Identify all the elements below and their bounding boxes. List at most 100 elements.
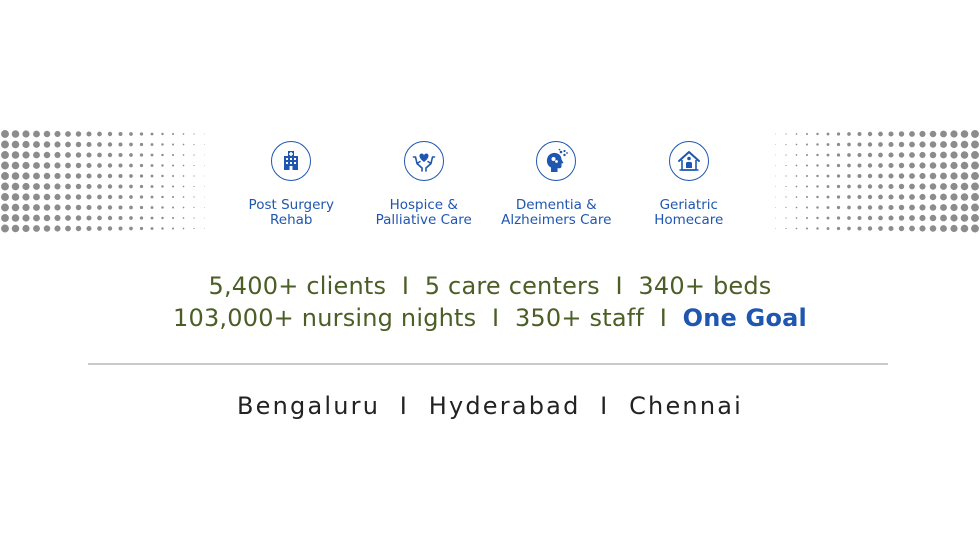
halftone-dot bbox=[86, 183, 92, 190]
stats-line-2: 103,000+ nursing nights I 350+ staff I O… bbox=[0, 302, 980, 334]
halftone-dot bbox=[836, 226, 841, 231]
head-brain-icon bbox=[536, 141, 577, 181]
halftone-dot bbox=[775, 133, 776, 135]
halftone-dot bbox=[857, 163, 862, 168]
halftone-dot bbox=[888, 183, 894, 190]
halftone-dot bbox=[826, 206, 830, 209]
halftone-dot bbox=[898, 183, 905, 190]
halftone-dot bbox=[118, 205, 123, 210]
halftone-dot bbox=[11, 203, 20, 212]
halftone-dot bbox=[816, 206, 819, 209]
halftone-dot bbox=[161, 143, 164, 146]
halftone-dot bbox=[97, 226, 102, 231]
halftone-dot bbox=[22, 130, 30, 138]
halftone-dot bbox=[107, 215, 113, 221]
halftone-dot bbox=[139, 153, 144, 157]
halftone-dot bbox=[139, 163, 144, 168]
halftone-dot bbox=[54, 130, 61, 138]
halftone-dot bbox=[805, 185, 809, 188]
halftone-dot bbox=[1, 224, 9, 233]
halftone-dot bbox=[97, 205, 102, 210]
halftone-dot bbox=[950, 151, 958, 159]
halftone-dot bbox=[33, 130, 40, 138]
halftone-dot bbox=[11, 193, 20, 201]
halftone-dot bbox=[182, 175, 185, 177]
halftone-dot bbox=[909, 194, 915, 200]
halftone-dot bbox=[11, 214, 20, 222]
halftone-dot bbox=[960, 203, 969, 212]
halftone-dot bbox=[847, 205, 851, 210]
halftone-dot bbox=[193, 164, 195, 167]
halftone-dot bbox=[816, 227, 819, 230]
halftone-dot bbox=[139, 195, 144, 199]
halftone-dot bbox=[857, 216, 862, 220]
halftone-dot bbox=[97, 142, 102, 147]
halftone-dot bbox=[33, 162, 40, 169]
halftone-dot bbox=[960, 130, 969, 138]
halftone-dot bbox=[182, 164, 185, 167]
halftone-dot bbox=[75, 225, 82, 232]
halftone-dot bbox=[75, 183, 82, 190]
halftone-dot bbox=[971, 224, 979, 233]
halftone-dot bbox=[878, 215, 883, 221]
service-label-line1: Dementia & bbox=[515, 197, 597, 213]
halftone-dot bbox=[129, 205, 133, 210]
cities-list: Bengaluru I Hyderabad I Chennai bbox=[236, 392, 744, 420]
halftone-dot bbox=[909, 141, 915, 148]
halftone-dot bbox=[919, 130, 926, 138]
service-label-line1: Hospice & bbox=[389, 197, 458, 213]
halftone-dot bbox=[929, 193, 937, 201]
services-row: Post Surgery Rehab Hospice & Palliative … bbox=[225, 141, 755, 241]
halftone-dot bbox=[33, 183, 40, 190]
halftone-dot bbox=[86, 131, 92, 137]
halftone-dot bbox=[795, 185, 798, 188]
halftone-dot bbox=[118, 226, 123, 231]
halftone-dot bbox=[785, 206, 787, 209]
halftone-dot bbox=[171, 195, 175, 199]
halftone-dot bbox=[795, 154, 798, 156]
halftone-dot bbox=[929, 204, 937, 211]
halftone-dot bbox=[888, 162, 894, 169]
halftone-dot bbox=[65, 173, 71, 179]
halftone-dot bbox=[919, 141, 926, 148]
halftone-dot bbox=[118, 184, 123, 189]
halftone-dot bbox=[971, 140, 979, 149]
halftone-dot bbox=[54, 151, 61, 159]
halftone-dot bbox=[22, 224, 30, 233]
halftone-dot bbox=[11, 140, 20, 149]
service-label-line2: Palliative Care bbox=[375, 212, 472, 228]
halftone-dot bbox=[940, 204, 947, 211]
halftone-dot bbox=[940, 162, 947, 169]
halftone-dot bbox=[1, 182, 9, 191]
halftone-dot bbox=[43, 193, 51, 201]
halftone-dot bbox=[150, 174, 154, 178]
halftone-dot bbox=[150, 227, 154, 230]
halftone-dot bbox=[816, 174, 819, 178]
halftone-dot bbox=[33, 214, 40, 222]
halftone-dot bbox=[193, 154, 195, 156]
halftone-dot bbox=[847, 142, 851, 147]
halftone-dot bbox=[107, 142, 113, 147]
halftone-dot bbox=[878, 184, 883, 189]
halftone-dot bbox=[857, 132, 862, 136]
halftone-dot bbox=[75, 152, 82, 158]
halftone-dot bbox=[857, 174, 862, 178]
halftone-dot bbox=[107, 184, 113, 189]
halftone-dot bbox=[97, 173, 102, 179]
home-care-icon bbox=[668, 141, 709, 181]
halftone-dot bbox=[118, 174, 123, 178]
halftone-dot bbox=[204, 154, 205, 156]
halftone-dot bbox=[888, 141, 894, 148]
halftone-dot bbox=[182, 196, 185, 198]
halftone-dot bbox=[940, 225, 947, 232]
halftone-dot bbox=[940, 172, 947, 180]
halftone-dot bbox=[929, 141, 937, 148]
halftone-dot bbox=[795, 227, 798, 230]
service-label-line1: Geriatric bbox=[659, 197, 718, 213]
halftone-dot bbox=[909, 225, 915, 232]
halftone-dot bbox=[785, 143, 787, 146]
halftone-dot bbox=[139, 132, 144, 136]
halftone-dot bbox=[929, 183, 937, 190]
halftone-dot bbox=[857, 226, 862, 231]
halftone-dot bbox=[33, 204, 40, 211]
